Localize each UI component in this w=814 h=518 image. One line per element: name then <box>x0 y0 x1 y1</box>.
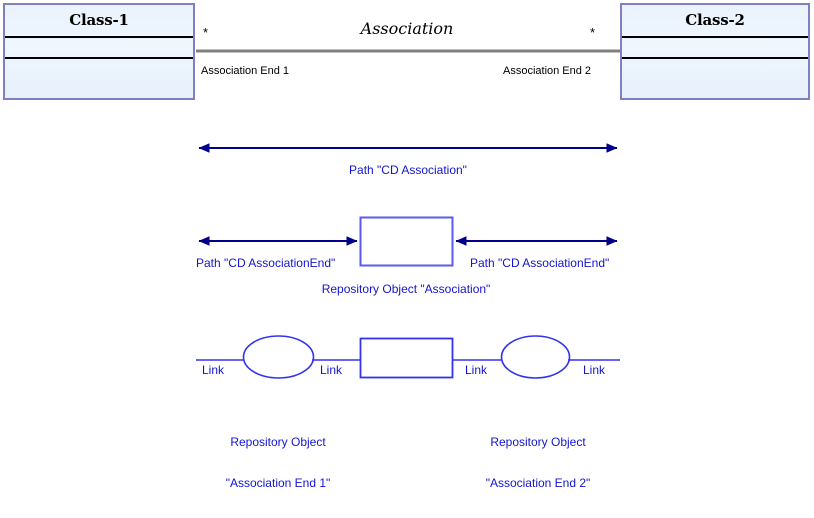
association-title: Association <box>360 19 454 38</box>
repository-object-association-label: Repository Object "Association" <box>321 282 491 296</box>
association-multiplicity-right: * <box>590 25 596 40</box>
diagram-vector-layer <box>196 49 620 379</box>
path-cd-associationend-label-right: Path "CD AssociationEnd" <box>470 256 610 270</box>
link-label-4: Link <box>583 363 606 377</box>
class-2-operations-divider <box>622 57 808 59</box>
repository-object-end-1-line-2: "Association End 1" <box>225 475 331 490</box>
diagram-canvas: Class-1 Class-2 Association * * Associat… <box>3 3 810 490</box>
repository-object-end-2-line-2: "Association End 2" <box>485 475 591 490</box>
repository-object-association-end-1-label: Repository Object "Association End 1" <box>183 408 373 518</box>
repository-object-association-rect-bottom <box>359 337 454 379</box>
class-2-name: Class-2 <box>685 11 745 29</box>
association-end-label-left: Association End 1 <box>201 65 290 77</box>
class-1-name: Class-1 <box>69 11 129 29</box>
path-cd-associationend-label-left: Path "CD AssociationEnd" <box>196 256 336 270</box>
repository-object-association-rect <box>359 216 454 267</box>
association-multiplicity-left: * <box>203 25 209 40</box>
link-object-ellipse-left <box>242 335 315 379</box>
repository-object-end-1-line-1: Repository Object <box>230 434 326 449</box>
path-cd-association-label: Path "CD Association" <box>349 163 467 177</box>
association-end-label-right: Association End 2 <box>503 65 592 77</box>
class-1-operations-divider <box>5 57 193 59</box>
class-1-attributes-divider <box>5 36 193 38</box>
class-box-class-2[interactable]: Class-2 <box>620 3 810 100</box>
link-object-ellipse-right <box>500 335 571 379</box>
class-box-class-1[interactable]: Class-1 <box>3 3 195 100</box>
repository-object-end-2-line-1: Repository Object <box>490 434 586 449</box>
link-label-2: Link <box>320 363 343 377</box>
class-2-attributes-divider <box>622 36 808 38</box>
repository-object-association-end-2-label: Repository Object "Association End 2" <box>443 408 633 518</box>
link-label-3: Link <box>465 363 488 377</box>
link-label-1: Link <box>202 363 225 377</box>
